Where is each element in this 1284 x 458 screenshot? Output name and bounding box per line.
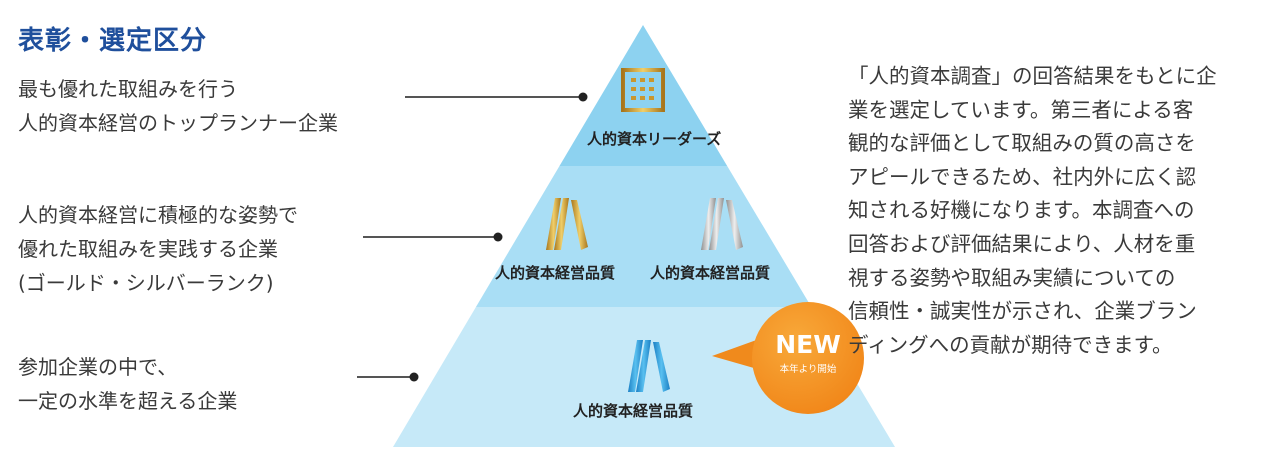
standard-emblem-icon: [628, 340, 670, 392]
connector-bottom: [357, 372, 419, 382]
explanation-line: 観的な評価として取組みの質の高さを: [848, 131, 1196, 156]
award-label-gold: 人的資本経営品質: [495, 264, 616, 282]
explanation-line: 回答および評価結果により、人材を重: [848, 231, 1196, 256]
desc-line: 人的資本経営のトップランナー企業: [18, 111, 338, 135]
desc-line: 一定の水準を超える企業: [18, 389, 238, 413]
explanation-line: ディングへの貢献が期待できます。: [848, 332, 1173, 357]
tier-mid-description: 人的資本経営に積極的な姿勢で 優れた取組みを実践する企業 (ゴールド・シルバーラ…: [18, 198, 298, 300]
tier-bottom-description: 参加企業の中で、 一定の水準を超える企業: [18, 350, 237, 418]
award-label-standard: 人的資本経営品質: [573, 402, 694, 420]
silver-rank-emblem-icon: [701, 198, 743, 250]
desc-line: (ゴールド・シルバーランク): [18, 271, 274, 295]
desc-line: 優れた取組みを実践する企業: [18, 237, 278, 261]
desc-line: 参加企業の中で、: [18, 355, 178, 379]
explanation-line: アピールできるため、社内外に広く認: [848, 164, 1197, 189]
gold-rank-emblem-icon: [546, 198, 588, 250]
explanation-line: 業を選定しています。第三者による客: [848, 97, 1194, 122]
explanation-line: 「人的資本調査」の回答結果をもとに企: [848, 64, 1217, 88]
explanation-line: 知される好機になります。本調査への: [848, 198, 1195, 223]
explanation-line: 視する姿勢や取組み実績についての: [848, 265, 1176, 290]
section-title: 表彰・選定区分: [18, 26, 208, 56]
tier-top-description: 最も優れた取組みを行う 人的資本経営のトップランナー企業: [18, 72, 338, 140]
connector-middle: [363, 232, 503, 242]
desc-line: 最も優れた取組みを行う: [18, 77, 238, 101]
desc-line: 人的資本経営に積極的な姿勢で: [18, 203, 298, 227]
explanation-text: 「人的資本調査」の回答結果をもとに企 業を選定しています。第三者による客 観的な…: [848, 60, 1217, 362]
badge-subtitle: 本年より開始: [779, 364, 837, 375]
explanation-line: 信頼性・誠実性が示され、企業ブラン: [848, 299, 1197, 324]
award-label-silver: 人的資本経営品質: [650, 264, 771, 282]
leaders-emblem-icon: [621, 68, 665, 112]
badge-title: NEW: [775, 330, 841, 359]
award-label-leaders: 人的資本リーダーズ: [587, 130, 722, 148]
connector-top: [405, 92, 588, 102]
new-badge: NEW 本年より開始: [752, 302, 864, 414]
